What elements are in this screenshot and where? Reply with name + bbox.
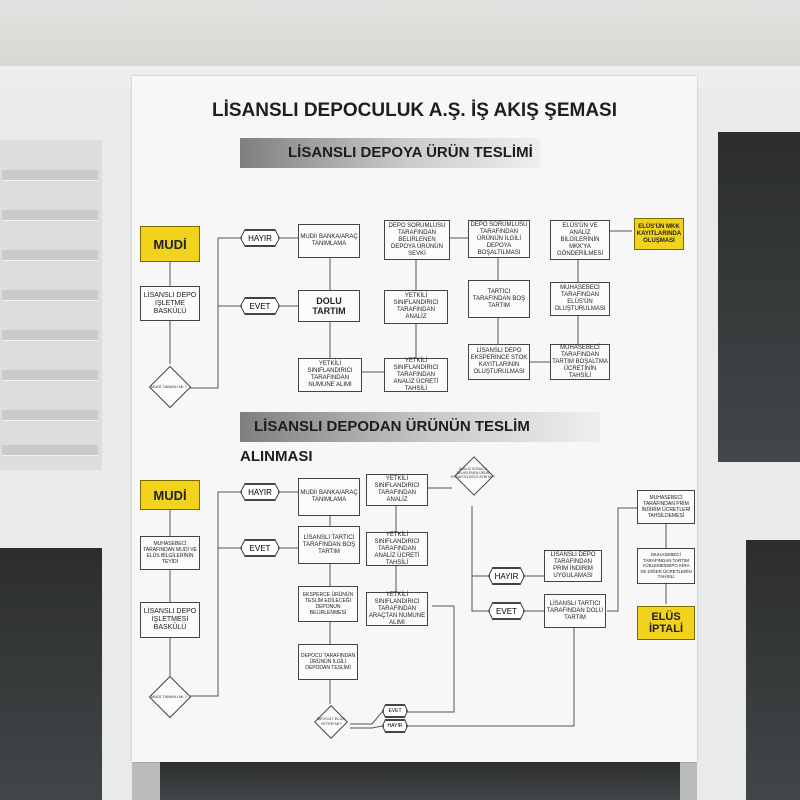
blind-slat <box>2 445 98 456</box>
section2-mudi: MUDİ <box>140 480 200 510</box>
section1-decision-label: MUDİ TANIMLI MI ? <box>151 384 187 389</box>
section1-bos: TARTICI TARAFINDAN BOŞ TARTIM <box>468 280 530 318</box>
section2-decision2-label: MEVCUT ELÜS YETER Mİ? <box>316 716 346 726</box>
section2-decision3-label: ANALİZ SONUCU BELİRLENEN ÜRÜN EVSAFI ELÜ… <box>451 467 495 479</box>
section2-prim: LİSANSLI DEPO TARAFINDAN PRİM İNDİRİM UY… <box>544 550 602 582</box>
section2-decision-label: MUDİ TANIMLI MI ? <box>151 694 187 699</box>
flow-connectors <box>169 230 667 729</box>
section2-evet3: EVET <box>489 603 524 619</box>
section1-tahsil: MUHASEBECİ TARAFINDAN TARTIM BOŞALTMA ÜC… <box>550 344 610 380</box>
section1-mudi: MUDİ <box>140 226 200 262</box>
right-window-glass-lower <box>746 540 800 800</box>
section2-title: LİSANSLI DEPODAN ÜRÜNÜN TESLİM ALINMASI <box>240 418 530 465</box>
section1-evet: EVET <box>241 298 279 314</box>
blind-slat <box>2 210 98 221</box>
section1-stok: LİSANSLI DEPO EKSPERİNCE STOK KAYITLARIN… <box>468 344 530 380</box>
section1-hayir: HAYIR <box>241 230 279 246</box>
section2-banka: MUDİ/ BANKA/ARAÇ TANIMLAMA <box>298 478 360 516</box>
section1-numune: YETKİLİ SINIFLANDIRICI TARAFINDAN NUMUNE… <box>298 358 362 392</box>
window-blind <box>0 140 102 470</box>
section1-banner: LİSANSLI DEPOYA ÜRÜN TESLİMİ <box>240 138 540 168</box>
section2-hayir2: HAYIR <box>383 720 407 732</box>
section1-isletme: LİSANSLI DEPO İŞLETME BASKÜLÜ <box>140 286 200 321</box>
section1-bosaltim: DEPO SORUMLUSU TARAFINDAN ÜRÜNÜN İLGİLİ … <box>468 220 530 258</box>
section2-isletme: LİSANSLI DEPO İŞLETMESİ BASKÜLÜ <box>140 602 200 638</box>
section2-kira: MUHASEBECİ TARAFINDAN TARTIM YÜKLEME/DEP… <box>637 548 695 584</box>
section2-dolu: LİSANSLI TARTICI TARAFINDAN DOLU TARTIM <box>544 594 606 628</box>
section2-numune: YETKİLİ SINIFLANDIRICI TARAFINDAN ARAÇTA… <box>366 592 428 626</box>
wall <box>0 0 800 70</box>
blind-slat <box>2 290 98 301</box>
blind-slat <box>2 250 98 261</box>
section2-evet2: EVET <box>383 705 407 717</box>
blind-slat <box>2 370 98 381</box>
section2-bos: LİSANSLI TARTICI TARAFINDAN BOŞ TARTIM <box>298 526 360 564</box>
poster-title: LİSANSLI DEPOCULUK A.Ş. İŞ AKIŞ ŞEMASI <box>211 100 618 121</box>
section1-mkk-kayit: ELÜS'ÜN MKK KAYITLARINDA OLUŞMASI <box>634 218 684 250</box>
section1-ucret: YETKİLİ SINIFLANDIRICI TARAFINDAN ANALİZ… <box>384 358 448 392</box>
section2-hayir3: HAYIR <box>489 568 524 584</box>
section2-iptal: ELÜS İPTALİ <box>637 606 695 640</box>
section1-analiz: YETKİLİ SINIFLANDIRICI TARAFINDAN ANALİZ <box>384 290 448 324</box>
section1-title: LİSANSLI DEPOYA ÜRÜN TESLİMİ <box>288 144 533 161</box>
blind-slat <box>2 170 98 181</box>
bottom-window-glass <box>160 762 680 800</box>
section2-eksper: EKSPERCE ÜRÜNÜN TESLİM EDİLECEĞİ DEPONUN… <box>298 586 358 622</box>
section1-elus-olusturma: MUHASEBECİ TARAFINDAN ELÜS'ÜN OLUŞTURULM… <box>550 282 610 316</box>
blind-slat <box>2 330 98 341</box>
section2-teyit: MUHASEBECİ TARAFINDAN MUDİ VE ELÜS BİLGİ… <box>140 536 200 570</box>
section2-analiz: YETKİLİ SINIFLANDIRICI TARAFINDAN ANALİZ <box>366 474 428 506</box>
section2-hayir: HAYIR <box>241 484 279 500</box>
section2-banner: LİSANSLI DEPODAN ÜRÜNÜN TESLİM ALINMASI <box>240 412 600 465</box>
workflow-poster: LİSANSLI DEPOCULUK A.Ş. İŞ AKIŞ ŞEMASI L… <box>132 76 697 762</box>
section2-prim-tahsil: MUHASEBECİ TARAFINDAN PRİM İNDİRİM ÜCRET… <box>637 490 695 524</box>
blind-slat <box>2 410 98 421</box>
section1-sorumlu: DEPO SORUMLUSU TARAFINDAN BELİRLENEN DEP… <box>384 220 450 260</box>
section1-banka: MUDİ/ BANKA/ARAÇ TANIMLAMA <box>298 224 360 258</box>
left-window-glass <box>0 548 102 800</box>
section2-ucret: YETKİLİ SINIFLANDIRICI TARAFINDAN ANALİZ… <box>366 532 428 566</box>
right-window-glass <box>718 132 800 462</box>
section1-mkk-gonder: ELÜS'ÜN VE ANALİZ BİLGİLERİNİN MKK'YA GÖ… <box>550 220 610 260</box>
section2-depocu: DEPOCU TARAFINDAN ÜRÜNÜN İLGİLİ DEPODAN … <box>298 644 358 680</box>
section1-dolu: DOLU TARTIM <box>298 290 360 322</box>
section2-evet: EVET <box>241 540 279 556</box>
